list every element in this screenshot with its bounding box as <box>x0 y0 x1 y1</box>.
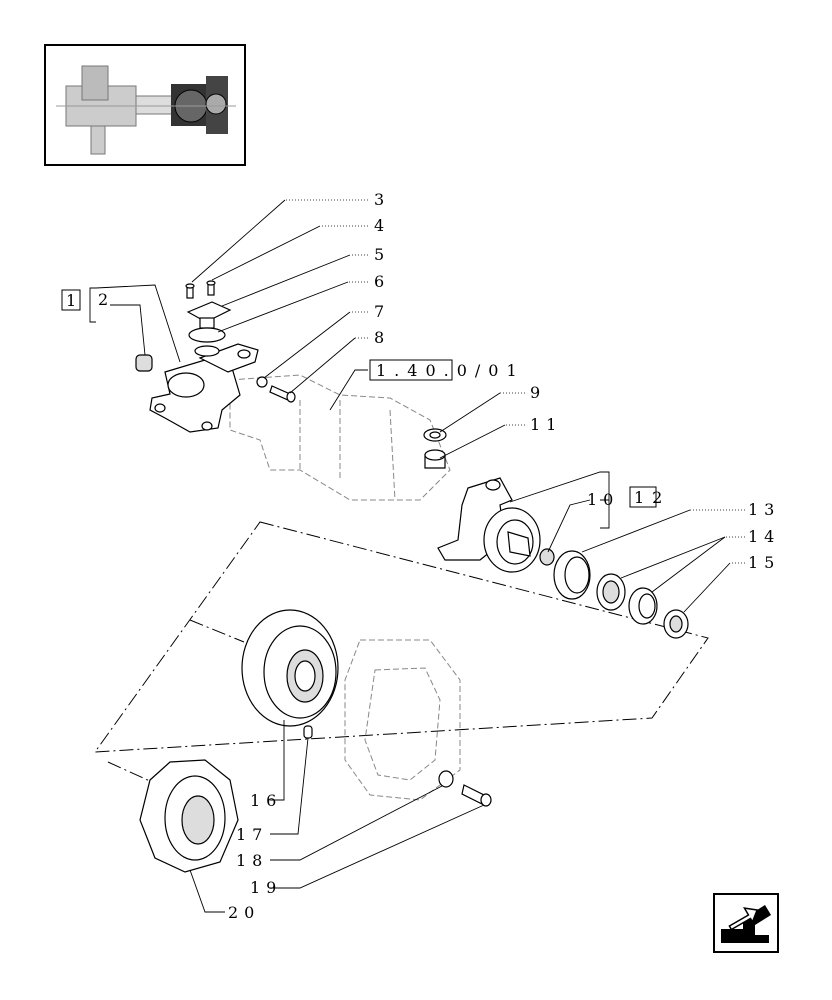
stud-bolt-and-washer[interactable] <box>438 770 492 807</box>
outline-link <box>107 761 153 783</box>
callout-10: 10 <box>587 490 619 509</box>
leader-lines <box>89 199 745 913</box>
callout-20: 20 <box>228 903 260 922</box>
svg-text:12: 12 <box>634 488 670 507</box>
axle-housing-ghost <box>229 374 461 801</box>
bearing-set[interactable] <box>553 550 689 639</box>
assembly-thumbnail-icon <box>56 65 236 155</box>
boxed-ref-group[interactable]: 1.40.0/01 <box>369 359 525 381</box>
seal-and-bushing[interactable] <box>423 428 447 469</box>
callout-7: 7 <box>374 302 390 321</box>
callout-4: 4 <box>374 216 390 235</box>
callout-18: 18 <box>236 851 268 870</box>
assembly-thumbnail[interactable] <box>44 44 246 166</box>
hub-assembly-outline <box>93 521 709 753</box>
previous-page-button[interactable] <box>713 893 779 953</box>
bushing[interactable] <box>135 354 153 372</box>
outline-link <box>189 619 245 643</box>
washer-and-bolt[interactable] <box>256 376 296 403</box>
callout-3: 3 <box>374 190 390 209</box>
group-ref-text: 1.40.0/01 <box>376 361 525 380</box>
callout-9: 9 <box>530 383 546 402</box>
pin[interactable] <box>303 725 313 739</box>
callout-14: 14 <box>748 527 780 546</box>
callout-6: 6 <box>374 272 390 291</box>
callout-17: 17 <box>236 825 268 844</box>
steering-knuckle-right[interactable] <box>437 477 541 573</box>
needle-bush[interactable] <box>539 548 555 566</box>
kingpin-stack[interactable] <box>185 280 232 357</box>
callout-5: 5 <box>374 245 390 264</box>
boxed-ref-1[interactable]: 1 <box>61 289 84 311</box>
wheel-hub[interactable] <box>241 609 339 727</box>
callout-8: 8 <box>374 328 390 347</box>
wheel-flange[interactable] <box>139 759 239 873</box>
callout-2: 2 <box>98 290 114 309</box>
previous-page-arrow-icon <box>721 905 771 943</box>
callout-numbers: 3 4 5 6 7 8 9 11 2 10 13 14 15 16 17 18 … <box>98 190 780 922</box>
callout-19: 19 <box>250 878 282 897</box>
callout-11: 11 <box>530 415 562 434</box>
callout-15: 15 <box>748 553 780 572</box>
callout-16: 16 <box>250 791 282 810</box>
svg-text:1: 1 <box>66 291 84 310</box>
callout-13: 13 <box>748 500 780 519</box>
boxed-ref-12[interactable]: 12 <box>629 486 670 508</box>
steering-knuckle-left[interactable] <box>149 343 259 433</box>
